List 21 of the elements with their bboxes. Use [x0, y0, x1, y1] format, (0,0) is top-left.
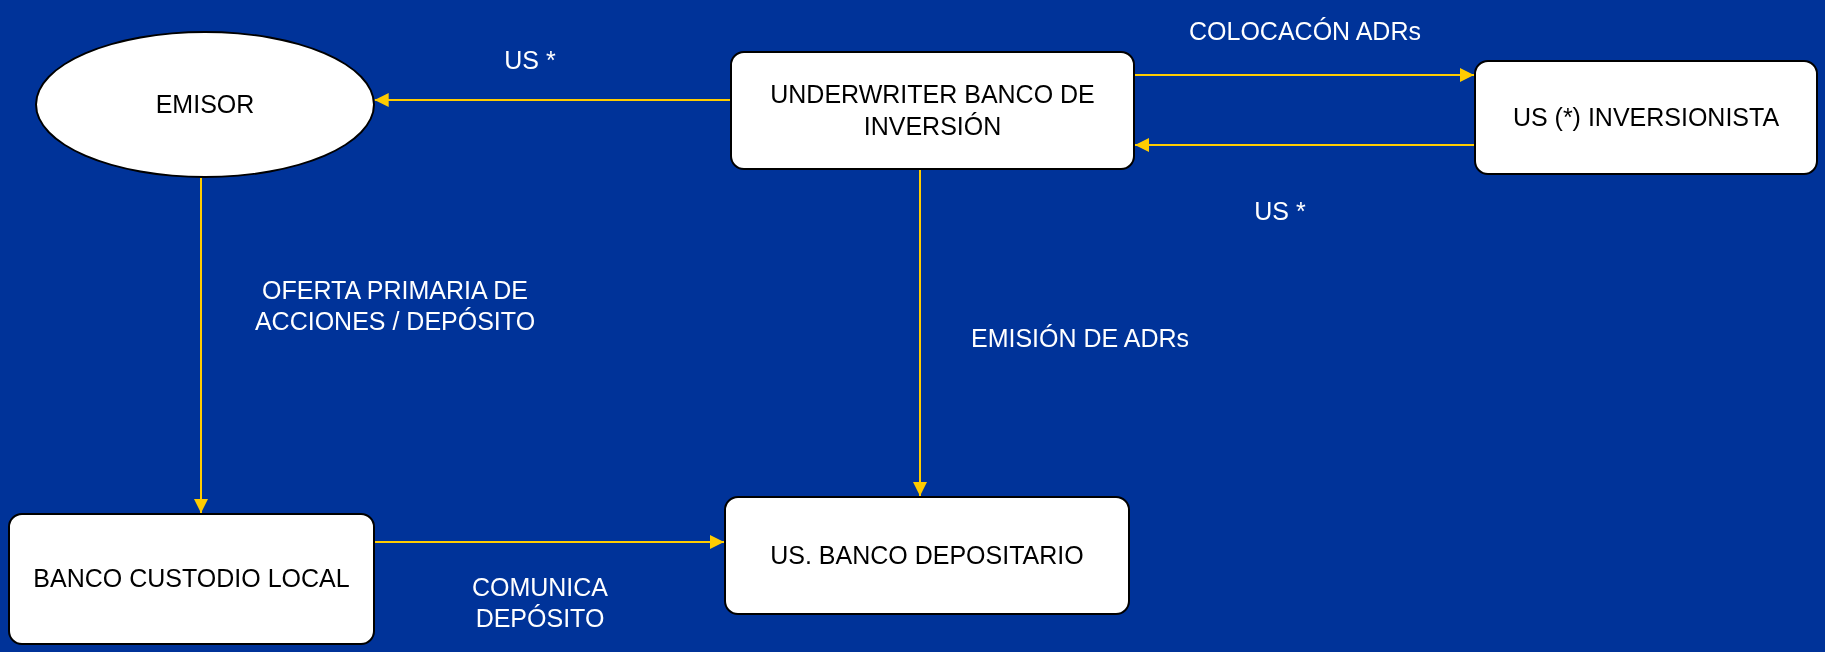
node-text: US. BANCO DEPOSITARIO — [770, 539, 1084, 571]
rounded-box — [724, 496, 1130, 615]
rounded-box — [730, 51, 1135, 170]
arrow — [1134, 138, 1475, 152]
edge-label: OFERTA PRIMARIA DE ACCIONES / DEPÓSITO — [253, 275, 537, 338]
node-text: UNDERWRITER BANCO DE INVERSIÓN — [769, 79, 1096, 142]
rounded-box — [1474, 60, 1818, 175]
arrow — [374, 535, 725, 549]
edge-label: US * — [1253, 196, 1307, 227]
node-text: US (*) INVERSIONISTA — [1512, 101, 1780, 133]
arrow — [194, 177, 208, 514]
rounded-box — [8, 513, 375, 645]
edge-label: US * — [503, 45, 557, 76]
arrow — [373, 93, 731, 107]
arrow — [1134, 68, 1475, 82]
arrow — [913, 169, 927, 497]
edge-label: EMISIÓN DE ADRs — [969, 323, 1191, 354]
edge-label: COMUNICA DEPÓSITO — [470, 572, 610, 635]
node-text: EMISOR — [155, 88, 255, 120]
node-text: BANCO CUSTODIO LOCAL — [33, 563, 350, 595]
edge-label: COLOCACÓN ADRs — [1188, 16, 1422, 47]
